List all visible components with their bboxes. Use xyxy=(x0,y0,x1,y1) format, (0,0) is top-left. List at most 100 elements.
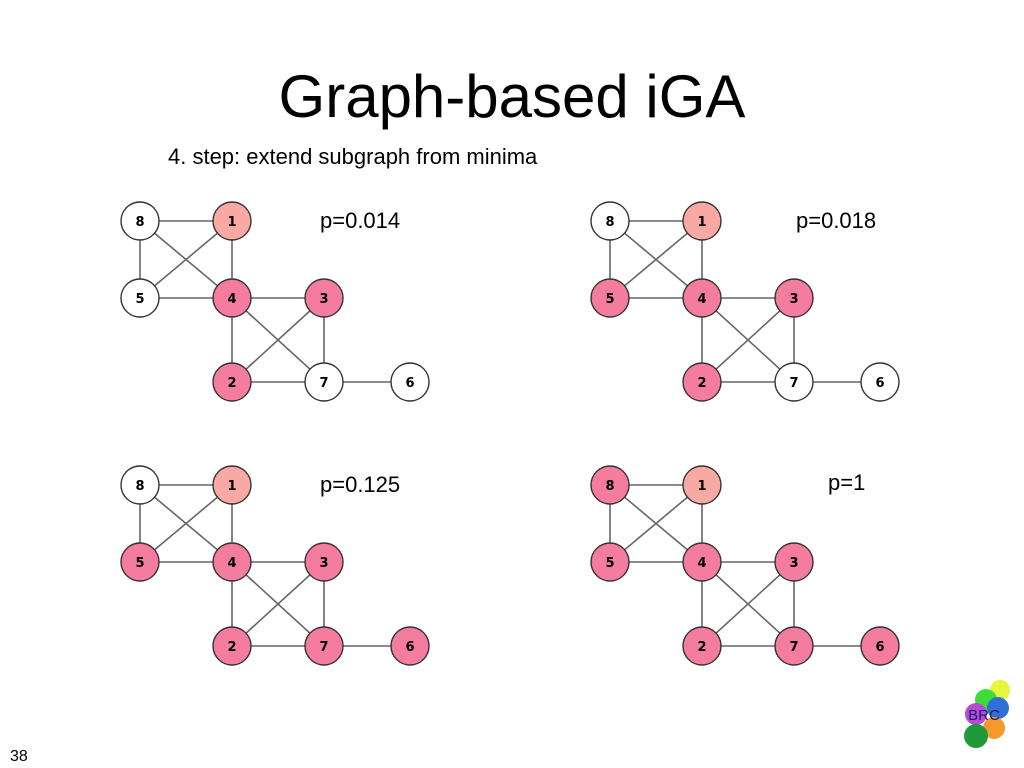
node-label: 6 xyxy=(875,640,884,655)
slide-title: Graph-based iGA xyxy=(278,63,746,130)
graph-node-3: 3 xyxy=(304,278,344,318)
node-circle xyxy=(212,465,252,505)
node-circle xyxy=(774,362,814,402)
node-label: 6 xyxy=(405,640,414,655)
graph-node-1: 1 xyxy=(212,201,252,241)
node-circle xyxy=(390,362,430,402)
graph-node-4: 4 xyxy=(682,278,722,318)
graph-node-7: 7 xyxy=(304,626,344,666)
graph-node-1: 1 xyxy=(682,465,722,505)
node-label: 2 xyxy=(697,640,706,655)
node-label: 1 xyxy=(227,479,236,494)
brc-logo: BRC xyxy=(958,678,1014,754)
node-circle xyxy=(682,201,722,241)
node-circle xyxy=(212,362,252,402)
node-circle xyxy=(212,626,252,666)
graph-node-5: 5 xyxy=(590,542,630,582)
node-label: 7 xyxy=(319,640,328,655)
node-label: 2 xyxy=(227,376,236,391)
node-label: 4 xyxy=(227,292,236,307)
graph-node-3: 3 xyxy=(774,542,814,582)
node-circle xyxy=(682,542,722,582)
node-label: 5 xyxy=(135,556,144,571)
node-circle xyxy=(860,362,900,402)
graph-edge-3-2 xyxy=(701,561,795,647)
node-circle xyxy=(120,542,160,582)
graph-node-5: 5 xyxy=(120,278,160,318)
node-circle xyxy=(212,542,252,582)
node-circle xyxy=(212,201,252,241)
node-label: 3 xyxy=(789,292,798,307)
graph-panel: 8 1 5 4 3 2 7 6 p=0.125 xyxy=(110,460,440,670)
node-circle xyxy=(304,626,344,666)
graph-node-8: 8 xyxy=(590,201,630,241)
graph-node-2: 2 xyxy=(682,362,722,402)
node-label: 4 xyxy=(227,556,236,571)
node-circle xyxy=(682,626,722,666)
node-circle xyxy=(682,278,722,318)
graph-diagram: 8 1 5 4 3 2 7 6 xyxy=(120,465,430,666)
node-circle xyxy=(590,201,630,241)
node-label: 3 xyxy=(319,292,328,307)
node-circle xyxy=(304,542,344,582)
graph-node-6: 6 xyxy=(860,626,900,666)
graph-node-6: 6 xyxy=(390,626,430,666)
graph-node-8: 8 xyxy=(120,201,160,241)
node-label: 6 xyxy=(875,376,884,391)
p-value-label: p=0.014 xyxy=(320,208,401,233)
node-circle xyxy=(120,465,160,505)
node-label: 6 xyxy=(405,376,414,391)
graph-edge-3-2 xyxy=(231,297,325,383)
graph-diagram: 8 1 5 4 3 2 7 6 xyxy=(590,201,900,402)
node-circle xyxy=(774,626,814,666)
graph-node-7: 7 xyxy=(774,626,814,666)
node-circle xyxy=(304,278,344,318)
node-label: 3 xyxy=(789,556,798,571)
node-label: 5 xyxy=(605,292,614,307)
p-value-label: p=0.018 xyxy=(796,208,877,233)
node-label: 8 xyxy=(605,215,614,230)
graph-node-2: 2 xyxy=(212,362,252,402)
graph-node-5: 5 xyxy=(590,278,630,318)
p-value-label: p=1 xyxy=(828,470,866,495)
node-label: 4 xyxy=(697,292,706,307)
graph-node-2: 2 xyxy=(212,626,252,666)
graph-edge-3-2 xyxy=(231,561,325,647)
graph-node-4: 4 xyxy=(212,542,252,582)
graph-node-1: 1 xyxy=(682,201,722,241)
node-label: 3 xyxy=(319,556,328,571)
graph-edge-1-5 xyxy=(609,484,703,563)
node-label: 8 xyxy=(605,479,614,494)
node-label: 7 xyxy=(789,376,798,391)
node-label: 7 xyxy=(319,376,328,391)
slide-number: 38 xyxy=(10,748,28,765)
graph-node-8: 8 xyxy=(120,465,160,505)
graph-edge-3-2 xyxy=(701,297,795,383)
graph-node-6: 6 xyxy=(860,362,900,402)
p-value-label: p=0.125 xyxy=(320,472,401,497)
logo-graphic: BRC xyxy=(964,680,1010,748)
graph-edge-1-5 xyxy=(139,484,233,563)
node-label: 4 xyxy=(697,556,706,571)
graph-panel: 8 1 5 4 3 2 7 6 p=0.018 xyxy=(580,196,910,406)
graph-node-8: 8 xyxy=(590,465,630,505)
node-circle xyxy=(774,542,814,582)
node-circle xyxy=(304,362,344,402)
node-label: 1 xyxy=(697,215,706,230)
node-circle xyxy=(682,465,722,505)
graph-node-7: 7 xyxy=(774,362,814,402)
node-label: 8 xyxy=(135,215,144,230)
node-label: 8 xyxy=(135,479,144,494)
node-label: 2 xyxy=(227,640,236,655)
slide-subtitle: 4. step: extend subgraph from minima xyxy=(168,144,538,169)
node-circle xyxy=(682,362,722,402)
node-label: 5 xyxy=(605,556,614,571)
node-circle xyxy=(860,626,900,666)
node-label: 7 xyxy=(789,640,798,655)
graph-node-3: 3 xyxy=(304,542,344,582)
graph-node-3: 3 xyxy=(774,278,814,318)
graph-edge-1-5 xyxy=(609,220,703,299)
graph-panel: 8 1 5 4 3 2 7 6 p=0.014 xyxy=(110,196,440,406)
node-label: 2 xyxy=(697,376,706,391)
node-circle xyxy=(590,542,630,582)
